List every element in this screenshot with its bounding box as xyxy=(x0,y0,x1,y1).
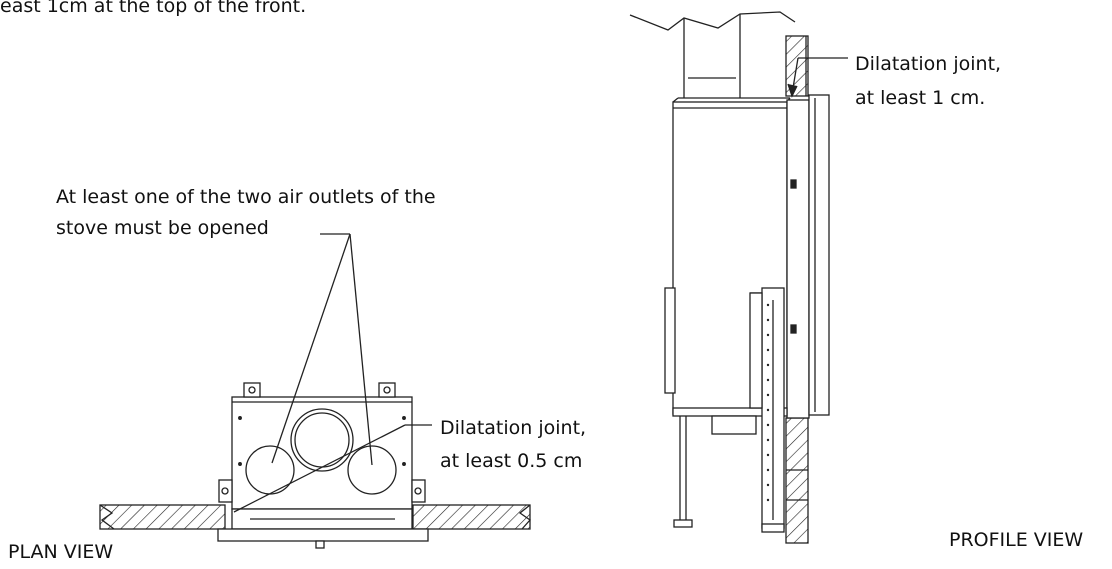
plan-front-glass xyxy=(217,528,429,542)
profile-chimney-break xyxy=(629,11,796,31)
plan-bracket-right xyxy=(411,479,426,503)
profile-glass-panel xyxy=(808,94,830,416)
plan-joint-leader xyxy=(233,424,406,513)
profile-joint-note-line1: Dilatation joint, xyxy=(855,53,1002,75)
plan-wall-right-break xyxy=(518,504,531,530)
profile-wall-lower xyxy=(785,417,809,544)
plan-center-flue xyxy=(290,408,354,472)
plan-lug-right xyxy=(378,382,396,398)
profile-column-perforations xyxy=(766,303,770,502)
plan-wall-left-break xyxy=(99,504,115,530)
plan-bracket-left xyxy=(218,479,233,503)
top-note: east 1cm at the top of the front. xyxy=(0,0,307,17)
profile-door-panel xyxy=(786,99,810,419)
air-outlets-leader-1 xyxy=(271,233,351,464)
plan-stove-body xyxy=(231,396,413,510)
plan-outlet-right xyxy=(347,445,397,495)
plan-wall-left xyxy=(99,504,226,530)
plan-view-drawing xyxy=(99,233,531,549)
air-outlets-note-line1: At least one of the two air outlets of t… xyxy=(56,186,436,208)
air-outlets-leader-2 xyxy=(349,233,373,466)
profile-joint-note-line2: at least 1 cm. xyxy=(855,87,986,109)
plan-joint-note-line2: at least 0.5 cm xyxy=(440,450,583,472)
plan-joint-note-line1: Dilatation joint, xyxy=(440,417,587,439)
profile-view-label: PROFILE VIEW xyxy=(949,529,1084,551)
air-outlets-note-line2: stove must be opened xyxy=(56,217,269,239)
plan-view-label: PLAN VIEW xyxy=(8,541,114,563)
plan-lug-left xyxy=(243,382,261,398)
plan-wall-right xyxy=(412,504,531,530)
profile-side-plate xyxy=(664,287,676,394)
profile-view-drawing xyxy=(629,11,848,544)
